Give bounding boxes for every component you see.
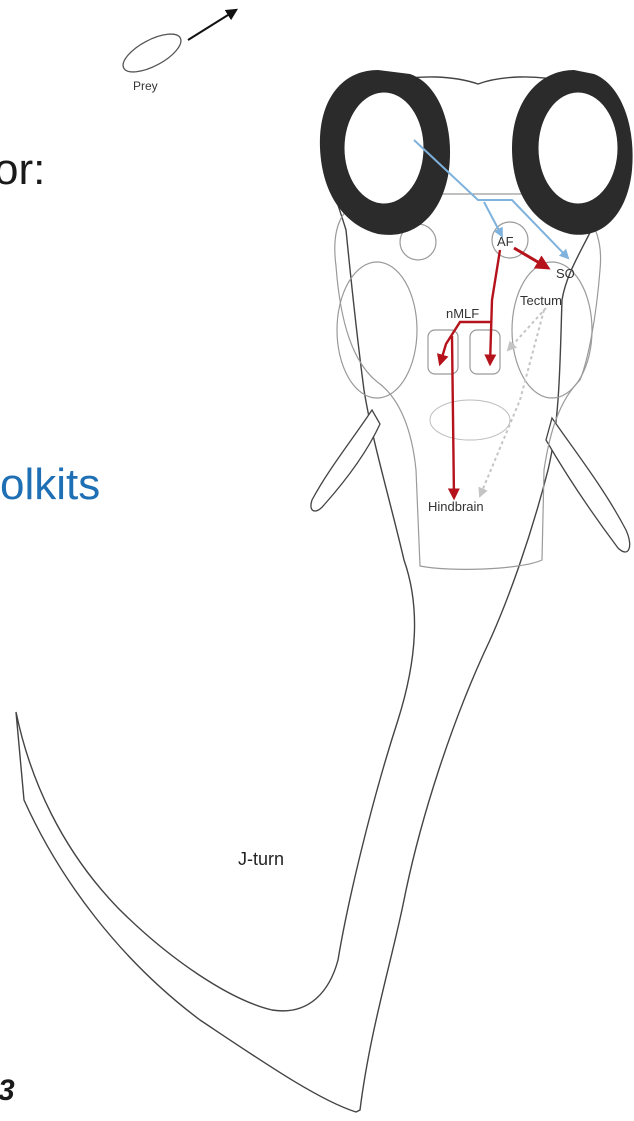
af-label: AF <box>497 234 514 249</box>
left-eye-lens <box>344 92 424 204</box>
left-pectoral-fin <box>311 410 380 511</box>
prey-direction-arrow <box>188 10 236 40</box>
right-eye-lens <box>538 92 618 204</box>
fish-body-outline <box>16 77 615 1112</box>
prey-shape <box>118 26 187 79</box>
j-turn-label: J-turn <box>238 849 284 869</box>
tectum-label: Tectum <box>520 293 562 308</box>
nmlf-label: nMLF <box>446 306 479 321</box>
right-pectoral-fin <box>546 418 630 552</box>
retina-label: Retina <box>378 127 416 142</box>
so-label: SO <box>556 266 575 281</box>
hindbrain-label: Hindbrain <box>428 499 484 514</box>
prey-label: Prey <box>133 79 158 93</box>
